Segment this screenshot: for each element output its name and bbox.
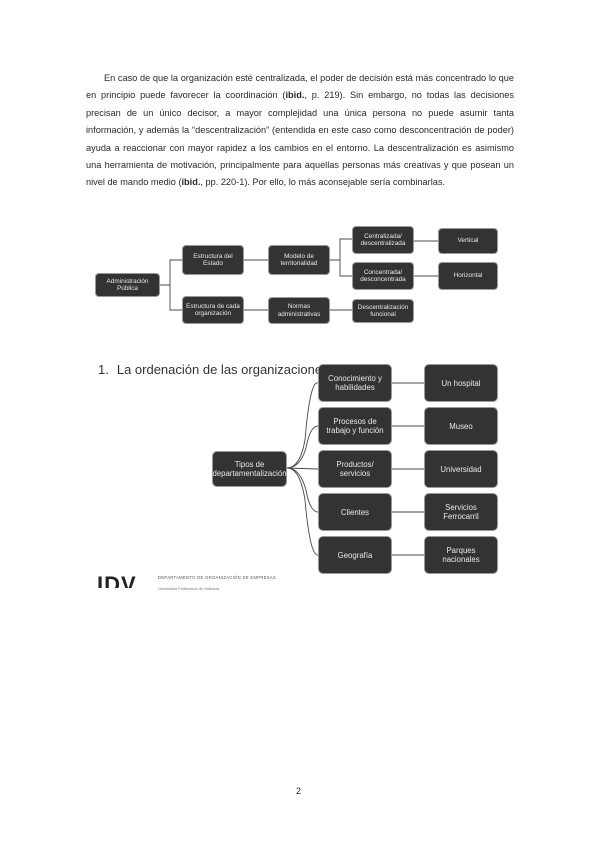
box-estructura-estado: Estructura del Estado: [182, 245, 244, 275]
box-descentralizacion-funcional: Descentralización funcional: [352, 299, 414, 323]
box-example-ferrocarril: Servicios Ferrocarril: [424, 493, 498, 531]
box-type-clientes: Clientes: [318, 493, 392, 531]
box-type-productos: Productos/ servicios: [318, 450, 392, 488]
box-type-conocimiento: Conocimiento y habilidades: [318, 364, 392, 402]
box-example-parques: Parques nacionales: [424, 536, 498, 574]
box-centralizada: Centralizada/ descentralizada: [352, 226, 414, 254]
logo-subtitle: DEPARTAMENTO DE ORGANIZACIÓN DE EMPRESAS: [158, 575, 277, 580]
body-paragraph: En caso de que la organización esté cent…: [86, 73, 514, 188]
box-example-museo: Museo: [424, 407, 498, 445]
box-modelo-territorialidad: Modelo de territorialidad: [268, 245, 330, 275]
idv-logo: IDV: [97, 572, 137, 588]
page-number: 2: [296, 786, 302, 796]
box-type-procesos: Procesos de trabajo y función: [318, 407, 392, 445]
box-estructura-organizacion: Estructura de cada organización: [182, 296, 244, 324]
box-vertical: Vertical: [438, 228, 498, 254]
logo-subtitle-2: Universitat Politècnica de València: [158, 586, 220, 591]
section-heading-number: 1.: [98, 362, 109, 377]
box-tipos-departamentalizacion: Tipos de departamentalización: [212, 451, 287, 487]
box-concentrada: Concentrada/ desconcentrada: [352, 262, 414, 290]
box-administracion-publica: Administración Pública: [95, 273, 160, 297]
section-heading: 1. La ordenación de las organizaciones: [98, 362, 329, 377]
box-horizontal: Horizontal: [438, 262, 498, 290]
box-normas-administrativas: Normas administrativas: [268, 297, 330, 324]
box-type-geografia: Geografía: [318, 536, 392, 574]
box-example-hospital: Un hospital: [424, 364, 498, 402]
section-heading-text: La ordenación de las organizaciones: [116, 362, 329, 377]
box-example-universidad: Universidad: [424, 450, 498, 488]
